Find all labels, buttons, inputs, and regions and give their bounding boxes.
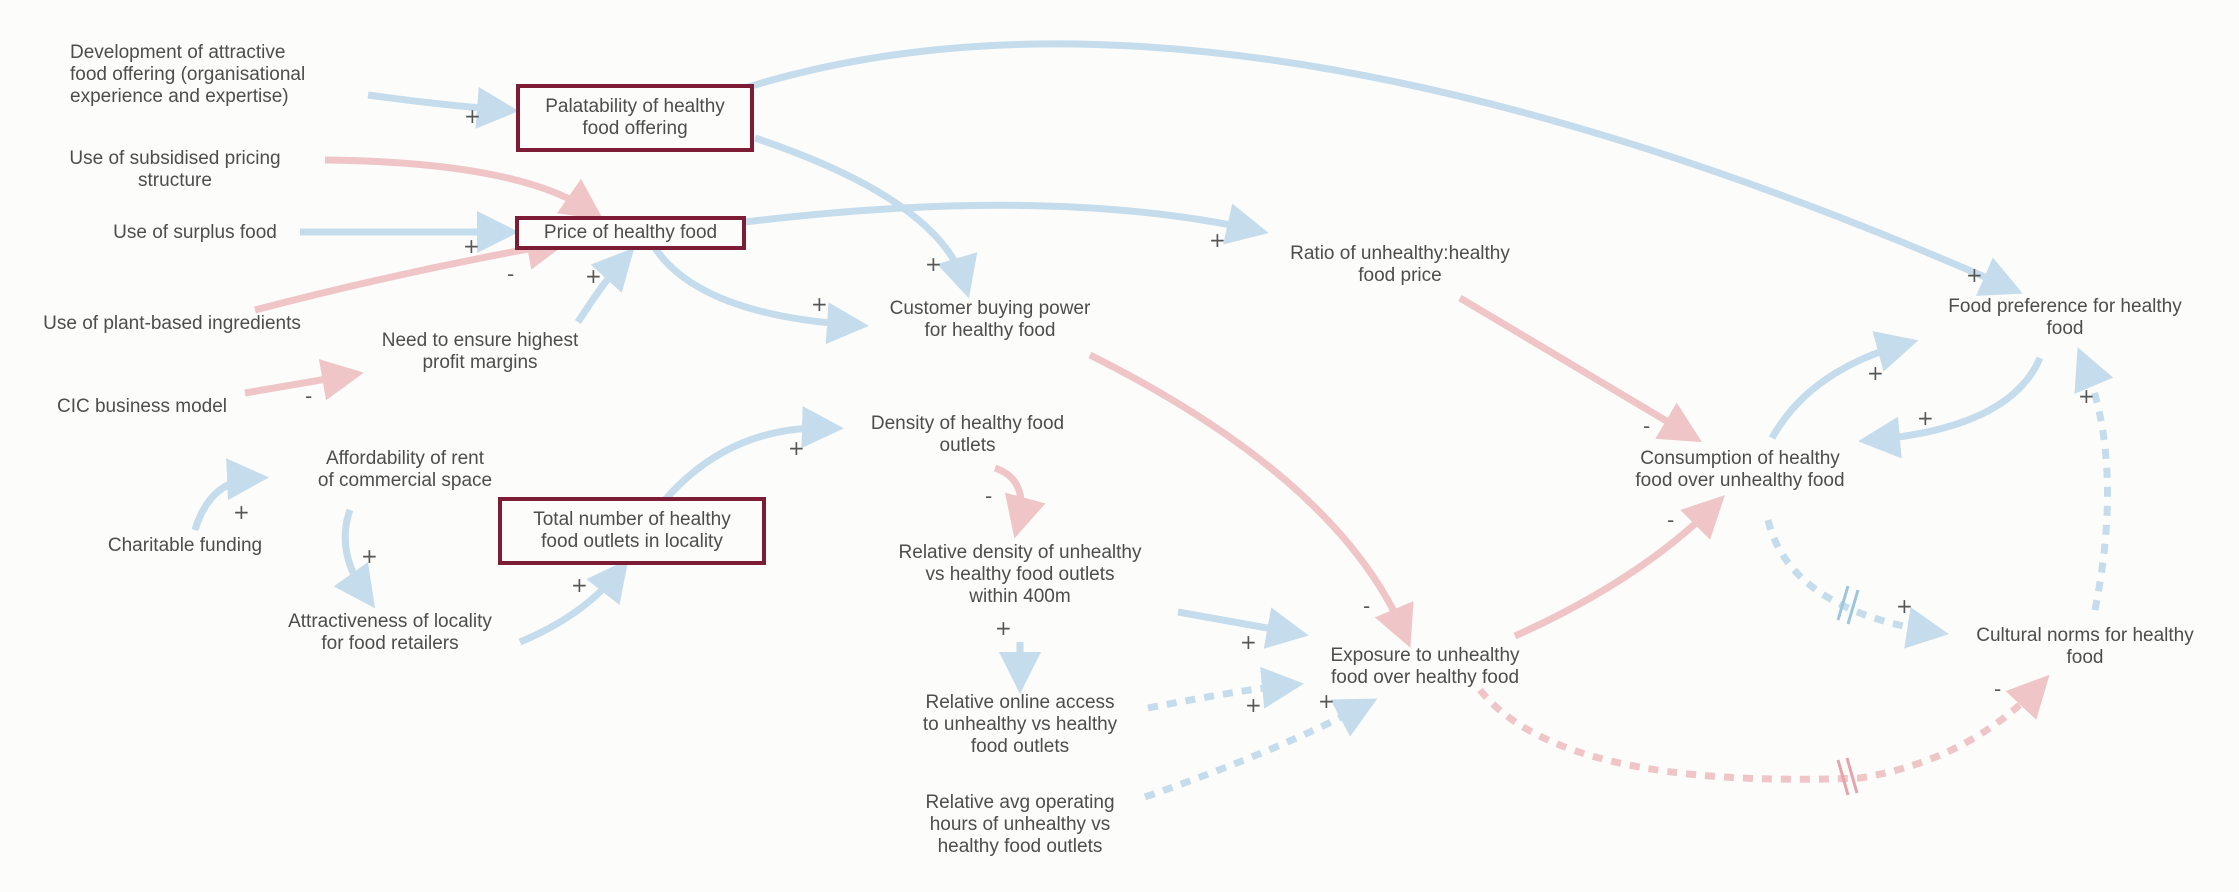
delay-mark-blue [1836,585,1860,625]
polarity-price-buying: + [811,292,828,316]
polarity-offering-palatability: + [464,104,481,128]
polarity-exposure-consumption: - [1667,508,1675,532]
node-affordability-rent: Affordability of rent of commercial spac… [317,448,493,491]
node-attractiveness-locality: Attractiveness of locality for food reta… [288,611,492,654]
node-plant-based: Use of plant-based ingredients [43,313,301,334]
link-cic-to-profit [244,359,364,401]
link-hours-to-exposure [1143,698,1378,801]
polarity-price-ratio: + [1209,228,1226,252]
link-price-to-buying [652,246,869,345]
polarity-cic-profit: - [305,384,313,408]
node-charitable-funding: Charitable funding [107,535,263,556]
polarity-online-exposure: + [1245,693,1262,717]
link-outlets-to-density [662,406,844,503]
link-exposure-to-norms [1477,674,2050,783]
polarity-charity-rent: + [233,500,250,524]
node-profit-margins: Need to ensure highest profit margins [381,330,579,373]
link-subsidised-to-price [324,156,604,220]
node-relative-density: Relative density of unhealthy vs healthy… [898,542,1142,607]
node-customer-buying-power: Customer buying power for healthy food [889,298,1091,341]
node-operating-hours: Relative avg operating hours of unhealth… [925,792,1115,857]
link-offering-to-palatability [367,86,519,129]
polarity-attract-outlets: + [571,573,588,597]
node-ratio-price: Ratio of unhealthy:healthy food price [1290,243,1510,286]
polarity-relative-online: + [995,616,1012,640]
link-ratio-to-consumption [1458,294,1703,443]
polarity-relative-exposure: + [1240,630,1257,654]
polarity-consumption-norms: + [1896,594,1913,618]
node-price-healthy: Price of healthy food [515,216,746,250]
node-subsidised-pricing: Use of subsidised pricing structure [69,148,281,191]
link-rent-to-attract [333,508,376,609]
polarity-buying-exposure: - [1363,594,1371,618]
polarity-palatability-preference: + [1966,263,1983,287]
link-density-to-relative [993,464,1046,539]
polarity-exposure-norms: - [1994,677,2002,701]
polarity-consumption-preference: + [1867,361,1884,385]
link-consumption-to-norms [1764,519,1949,649]
node-cic-model: CIC business model [56,396,228,417]
node-consumption: Consumption of healthy food over unhealt… [1635,448,1845,491]
node-cultural-norms: Cultural norms for healthy food [1976,625,2194,668]
link-buying-to-exposure [1088,351,1414,648]
link-consumption-to-preference [1768,331,1919,440]
link-palatability-to-preference [743,40,2023,296]
polarity-preference-consumption: + [1917,406,1934,430]
link-norms-to-preference [2074,347,2114,611]
node-palatability: Palatability of healthy food offering [516,84,754,152]
polarity-hours-exposure: + [1318,689,1335,713]
polarity-profit-price: + [585,264,602,288]
polarity-ratio-consumption: - [1643,414,1651,438]
polarity-plant-price: - [507,262,515,286]
node-total-outlets: Total number of healthy food outlets in … [498,497,766,565]
delay-mark-red [1836,757,1859,796]
link-online-to-exposure [1147,666,1304,712]
node-surplus-food: Use of surplus food [113,222,277,243]
polarity-outlets-density: + [788,436,805,460]
node-exposure: Exposure to unhealthy food over healthy … [1330,645,1520,688]
node-attractive-offering: Development of attractive food offering … [70,42,306,107]
polarity-density-relative: - [985,484,993,508]
polarity-surplus-price: + [463,234,480,258]
node-density-healthy: Density of healthy food outlets [870,413,1065,456]
link-exposure-to-consumption [1513,495,1725,640]
node-online-access: Relative online access to unhealthy vs h… [922,692,1118,757]
link-attract-to-outlets [518,558,629,646]
link-charity-to-rent [191,458,269,532]
link-price-to-ratio [744,201,1269,245]
link-preference-to-consumption [1858,356,2044,459]
link-profit-to-price [575,247,635,324]
polarity-norms-preference: + [2078,384,2095,408]
link-relative-to-exposure [1177,607,1309,649]
link-plant-to-price [254,228,569,314]
polarity-palatability-buying: + [925,252,942,276]
node-food-preference: Food preference for healthy food [1948,296,2182,339]
polarity-rent-attract: + [361,544,378,568]
